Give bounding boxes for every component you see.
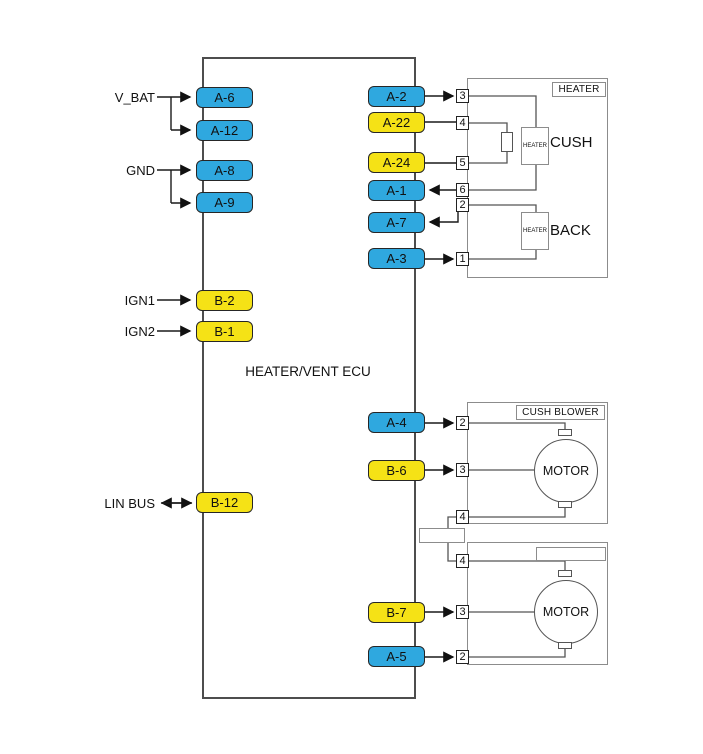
ecu-pin-a5: A-5 (368, 646, 425, 667)
signal-label-gnd: GND (126, 163, 155, 178)
ecu-pin-b1: B-1 (196, 321, 253, 342)
cush-blower-pin-3: 3 (456, 463, 469, 477)
cush-blower-title: CUSH BLOWER (516, 405, 605, 420)
rear-blower-pin-3: 3 (456, 605, 469, 619)
heater-pin-5: 5 (456, 156, 469, 170)
motor-terminal (558, 429, 572, 436)
heater-pin-1: 1 (456, 252, 469, 266)
ecu-pin-b6: B-6 (368, 460, 425, 481)
heater-internal-wires (468, 95, 537, 260)
ecu-pin-a9: A-9 (196, 192, 253, 213)
rear-blower-pin-4: 4 (456, 554, 469, 568)
heater-pin-3: 3 (456, 89, 469, 103)
ecu-pin-a6: A-6 (196, 87, 253, 108)
ecu-output-wires (425, 90, 459, 663)
ecu-pin-a12: A-12 (196, 120, 253, 141)
rear-blower-box (467, 542, 608, 665)
motor-terminal (558, 570, 572, 577)
motor-terminal (558, 642, 572, 649)
signal-label-vbat: V_BAT (114, 90, 155, 105)
heater-box (467, 78, 608, 278)
ecu-title: HEATER/VENT ECU (245, 364, 371, 379)
ecu-pin-b2: B-2 (196, 290, 253, 311)
ecu-pin-b12: B-12 (196, 492, 253, 513)
heater-pin-4: 4 (456, 116, 469, 130)
cush-blower-pin-4: 4 (456, 510, 469, 524)
signal-label-ign2: IGN2 (124, 324, 155, 339)
ecu-pin-a24: A-24 (368, 152, 425, 173)
left-signal-wires (157, 91, 193, 509)
heater-pin-6: 6 (456, 183, 469, 197)
ecu-pin-a8: A-8 (196, 160, 253, 181)
ecu-pin-a7: A-7 (368, 212, 425, 233)
ecu-pin-a1: A-1 (368, 180, 425, 201)
back-heater-name: BACK (550, 222, 591, 239)
ecu-pin-a4: A-4 (368, 412, 425, 433)
signal-label-ign1: IGN1 (124, 293, 155, 308)
signal-label-linbus: LIN BUS (104, 496, 155, 511)
cush-heater-name: CUSH (550, 134, 593, 151)
rear-blower-title (536, 547, 606, 561)
back-heater-element: HEATER (521, 212, 549, 250)
cush-blower-pin-2: 2 (456, 416, 469, 430)
resistor-symbol (501, 132, 513, 152)
rear-blower-motor: MOTOR (534, 580, 598, 644)
motor-terminal (558, 501, 572, 508)
heater-pin-2: 2 (456, 198, 469, 212)
ecu-pin-b7: B-7 (368, 602, 425, 623)
cush-blower-motor: MOTOR (534, 439, 598, 503)
ecu-pin-a2: A-2 (368, 86, 425, 107)
ecu-pin-a3: A-3 (368, 248, 425, 269)
ecu-box (202, 57, 416, 699)
inline-connector-symbol (419, 528, 465, 543)
ecu-pin-a22: A-22 (368, 112, 425, 133)
heater-title: HEATER (552, 82, 606, 97)
cush-heater-element: HEATER (521, 127, 549, 165)
rear-blower-pin-2: 2 (456, 650, 469, 664)
